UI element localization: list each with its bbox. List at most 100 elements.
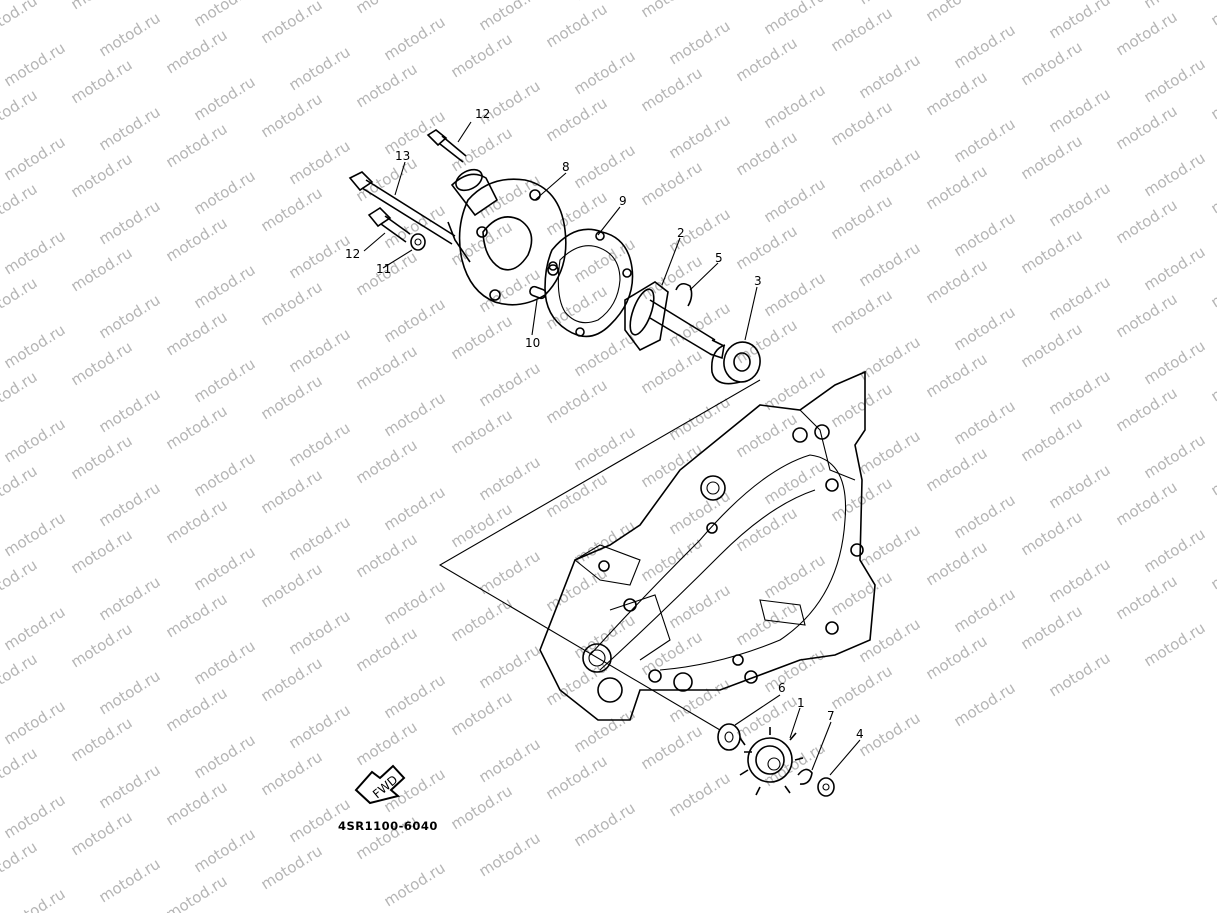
watermark-text: motod.ru (381, 671, 449, 723)
watermark-text: motod.ru (258, 184, 326, 236)
watermark-text: motod.ru (1018, 414, 1086, 466)
watermark-text: motod.ru (1208, 448, 1217, 500)
watermark-text: motod.ru (761, 551, 829, 603)
watermark-text: motod.ru (923, 162, 991, 214)
watermark-text: motod.ru (381, 859, 449, 911)
watermark-text: motod.ru (828, 192, 896, 244)
watermark-text: motod.ru (163, 778, 231, 830)
watermark-text: motod.ru (923, 68, 991, 120)
callout-10: 10 (525, 336, 540, 350)
watermark-text: motod.ru (191, 355, 259, 407)
watermark-text: motod.ru (68, 714, 136, 766)
watermark-text: motod.ru (828, 4, 896, 56)
watermark-text: motod.ru (571, 0, 639, 4)
watermark-text: motod.ru (68, 56, 136, 108)
watermark-text: motod.ru (258, 372, 326, 424)
watermark-text: motod.ru (1, 133, 69, 185)
watermark-text: motod.ru (856, 427, 924, 479)
watermark-text: motod.ru (191, 261, 259, 313)
watermark-text: motod.ru (1018, 226, 1086, 278)
watermark-text: motod.ru (638, 440, 706, 492)
watermark-text: motod.ru (666, 299, 734, 351)
watermark-text: motod.ru (353, 530, 421, 582)
watermark-text: motod.ru (68, 526, 136, 578)
watermark-text: motod.ru (448, 406, 516, 458)
callout-11: 11 (376, 262, 391, 276)
watermark-text: motod.ru (1018, 602, 1086, 654)
watermark-text: motod.ru (761, 457, 829, 509)
watermark-text: motod.ru (258, 0, 326, 47)
watermark-text: motod.ru (1, 321, 69, 373)
watermark-text: motod.ru (828, 380, 896, 432)
watermark-text: motod.ru (0, 180, 40, 232)
watermark-text: motod.ru (191, 637, 259, 689)
watermark-text: motod.ru (923, 350, 991, 402)
watermark-text: motod.ru (856, 521, 924, 573)
watermark-text: motod.ru (1, 603, 69, 655)
callout-4: 4 (856, 727, 864, 741)
watermark-text: motod.ru (381, 389, 449, 441)
watermark-text: motod.ru (68, 808, 136, 860)
watermark-text: motod.ru (761, 0, 829, 38)
watermark-text: motod.ru (286, 137, 354, 189)
watermark-text: motod.ru (381, 295, 449, 347)
watermark-text: motod.ru (856, 0, 924, 8)
watermark-text: motod.ru (1, 39, 69, 91)
watermark-text: motod.ru (0, 368, 40, 420)
watermark-text: motod.ru (68, 0, 136, 13)
watermark-text: motod.ru (0, 556, 40, 608)
callout-12a: 12 (475, 107, 490, 121)
callout-1: 1 (797, 696, 805, 710)
watermark-text: motod.ru (0, 650, 40, 702)
watermark-text: motod.ru (1208, 72, 1217, 124)
watermark-text: motod.ru (448, 688, 516, 740)
watermark-text: motod.ru (543, 0, 611, 51)
watermark-text: motod.ru (476, 0, 544, 34)
watermark-text: motod.ru (286, 43, 354, 95)
watermark-text: motod.ru (761, 81, 829, 133)
watermark-text: motod.ru (0, 0, 40, 43)
watermark-text: motod.ru (923, 444, 991, 496)
watermark-text: motod.ru (1208, 260, 1217, 312)
watermark-text: motod.ru (951, 303, 1019, 355)
watermark-text: motod.ru (191, 449, 259, 501)
watermark-text: motod.ru (286, 701, 354, 753)
watermark-text: motod.ru (1046, 0, 1114, 42)
watermark-text: motod.ru (951, 491, 1019, 543)
watermark-text: motod.ru (191, 167, 259, 219)
watermark-text: motod.ru (761, 175, 829, 227)
watermark-text: motod.ru (163, 26, 231, 78)
watermark-text: motod.ru (163, 590, 231, 642)
watermark-text: motod.ru (68, 338, 136, 390)
watermark-text: motod.ru (1, 509, 69, 561)
watermark-text: motod.ru (476, 453, 544, 505)
watermark-text: motod.ru (543, 752, 611, 804)
watermark-text: motod.ru (666, 17, 734, 69)
callout-5: 5 (715, 251, 723, 265)
watermark-text: motod.ru (476, 641, 544, 693)
watermark-text: motod.ru (191, 825, 259, 877)
callout-2: 2 (677, 226, 685, 240)
watermark-text: motod.ru (951, 397, 1019, 449)
watermark-text: motod.ru (476, 265, 544, 317)
watermark-text: motod.ru (258, 278, 326, 330)
watermark-text: motod.ru (638, 0, 706, 21)
watermark-text: motod.ru (1113, 102, 1181, 154)
watermark-text: motod.ru (666, 675, 734, 727)
watermark-text: motod.ru (828, 662, 896, 714)
watermark-text: motod.ru (733, 504, 801, 556)
watermark-text: motod.ru (733, 128, 801, 180)
watermark-text: motod.ru (163, 872, 231, 913)
watermark-text: motod.ru (828, 286, 896, 338)
watermark-text: motod.ru (571, 799, 639, 851)
watermark-text: motod.ru (381, 13, 449, 65)
watermark-text: motod.ru (1141, 525, 1209, 577)
watermark-text: motod.ru (1046, 367, 1114, 419)
callout-13: 13 (395, 149, 410, 163)
watermark-text: motod.ru (191, 543, 259, 595)
dowel-pin (529, 286, 547, 300)
watermark-text: motod.ru (1046, 85, 1114, 137)
watermark-text: motod.ru (1113, 290, 1181, 342)
watermark-text: motod.ru (1141, 619, 1209, 671)
